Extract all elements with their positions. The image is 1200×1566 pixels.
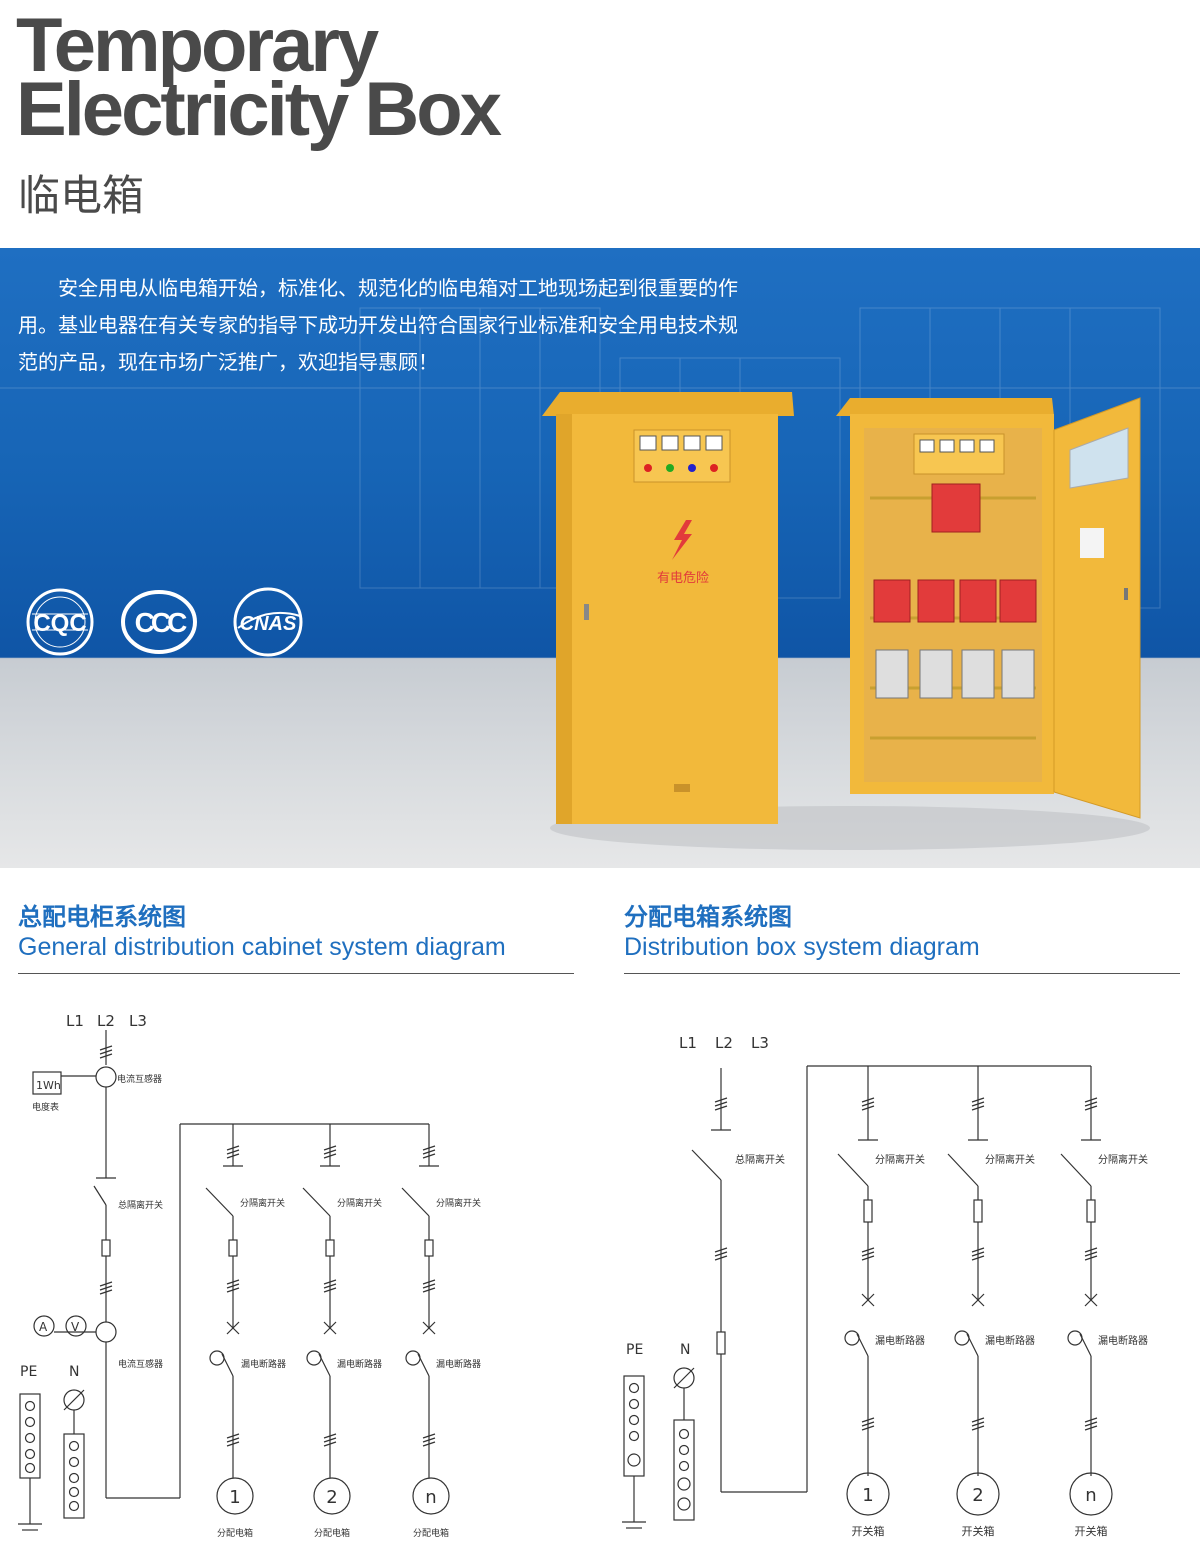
pe-label: PE [20,1364,37,1380]
distribution-branch-2 [947,1066,1000,1516]
distribution-box-diagram: L1 L2 L3 总隔离开关 分隔离开关 分隔离开关 分隔离开关 漏电断路器 漏… [622,1034,1148,1538]
ct-label-top: 电流互感器 [117,1073,162,1085]
general-branch-2 [302,1124,351,1515]
dist-main-switch-label: 总隔离开关 [735,1153,785,1166]
dist-output-num-2: 2 [972,1485,983,1506]
cert-ccc-text: CCC [135,607,187,638]
distribution-diagram-title-en: Distribution box system diagram [624,933,980,961]
output-num-1: 1 [229,1487,240,1508]
cabinet-warning-text: 有电危险 [657,571,709,586]
general-diagram-divider [18,973,574,974]
general-distribution-diagram: L1 L2 L3 1Wh 电度表 电流互感器 总隔离开关 A V 电流互感器 P… [18,1012,481,1539]
ammeter-label: A [39,1320,48,1334]
dist-phase-l3: L3 [751,1034,769,1052]
dist-rcd-label-n: 漏电断路器 [1098,1334,1148,1347]
rcd-label-n: 漏电断路器 [436,1358,481,1370]
dist-branch-switch-label-2: 分隔离开关 [985,1153,1035,1166]
cert-cnas-text: CNAS [240,613,297,635]
main-switch-label: 总隔离开关 [118,1199,163,1211]
dist-rcd-label-2: 漏电断路器 [985,1334,1035,1347]
closed-cabinet: 有电危险 [542,392,794,824]
output-num-n: n [425,1487,436,1508]
branch-switch-label-n: 分隔离开关 [436,1197,481,1209]
cabinet-photos: 有电危险 [542,392,1150,850]
cnas-logo-icon: CNAS [233,587,303,657]
page-title: Temporary Electricity Box [16,3,502,152]
dist-output-num-1: 1 [862,1485,873,1506]
cqc-logo-icon: CQC [26,588,94,656]
lightning-warning-icon [672,520,692,560]
phase-l2: L2 [97,1012,115,1030]
certification-logos: CQC CCC CNAS [26,587,303,657]
output-num-2: 2 [326,1487,337,1508]
ccc-logo-icon: CCC [121,590,197,654]
rcd-label-1: 漏电断路器 [241,1358,286,1370]
title-line-1: Temporary [16,3,379,88]
title-chinese: 临电箱 [18,171,145,220]
branch-switch-label-2: 分隔离开关 [337,1197,382,1209]
open-cabinet [836,397,1141,819]
output-label-2: 分配电箱 [314,1527,350,1539]
dist-output-num-n: n [1085,1485,1096,1506]
output-label-n: 分配电箱 [413,1527,449,1539]
dist-pe-label: PE [626,1342,643,1358]
general-diagram-title-en: General distribution cabinet system diag… [18,933,506,961]
distribution-branch-n [1060,1066,1113,1516]
meter-text: 1Wh [36,1079,61,1092]
distribution-branch-1 [837,1066,890,1516]
dist-n-label: N [680,1342,690,1358]
dist-rcd-label-1: 漏电断路器 [875,1334,925,1347]
meter-label: 电度表 [32,1101,59,1113]
dist-output-label-2: 开关箱 [962,1524,995,1538]
general-diagram-title-cn: 总配电柜系统图 [18,903,186,931]
dist-output-label-1: 开关箱 [852,1524,885,1538]
distribution-diagram-title-cn: 分配电箱系统图 [624,903,792,931]
cabinet-lock-icon [584,604,589,620]
voltmeter-label: V [71,1320,80,1334]
dist-phase-l1: L1 [679,1034,697,1052]
title-line-2: Electricity Box [16,67,502,152]
n-label: N [69,1364,79,1380]
cert-cqc-text: CQC [33,610,86,637]
hero-description: 安全用电从临电箱开始，标准化、规范化的临电箱对工地现场起到很重要的作用。基业电器… [18,276,738,374]
distribution-diagram-divider [624,973,1180,974]
ct-label-bottom: 电流互感器 [118,1358,163,1370]
hero-banner: 安全用电从临电箱开始，标准化、规范化的临电箱对工地现场起到很重要的作用。基业电器… [0,248,1200,868]
dist-branch-switch-label-n: 分隔离开关 [1098,1153,1148,1166]
dist-phase-l2: L2 [715,1034,733,1052]
dist-branch-switch-label-1: 分隔离开关 [875,1153,925,1166]
phase-l3: L3 [129,1012,147,1030]
rcd-label-2: 漏电断路器 [337,1358,382,1370]
dist-output-label-n: 开关箱 [1075,1524,1108,1538]
phase-l1: L1 [66,1012,84,1030]
general-diagram-header: 总配电柜系统图 General distribution cabinet sys… [18,902,506,962]
general-branch-1 [205,1124,254,1515]
branch-switch-label-1: 分隔离开关 [240,1197,285,1209]
general-branch-n [401,1124,450,1515]
distribution-diagram-header: 分配电箱系统图 Distribution box system diagram [624,902,980,962]
output-label-1: 分配电箱 [217,1527,253,1539]
